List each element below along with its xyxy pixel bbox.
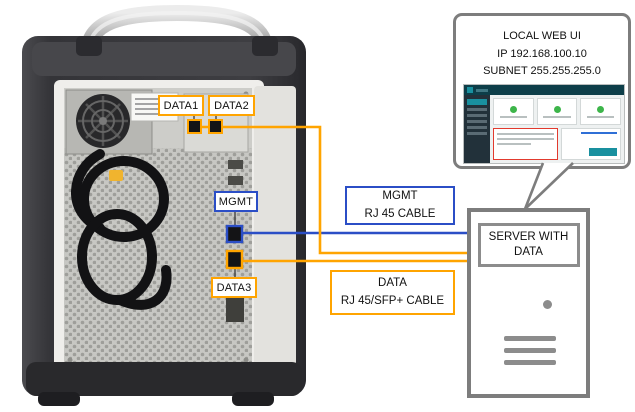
callout-ip: IP 192.168.100.10 — [497, 47, 587, 60]
mgmt-cable-label: MGMT RJ 45 CABLE — [345, 186, 455, 225]
thumbnail-highlighted-section — [493, 128, 559, 160]
mgmt-cable-name: MGMT — [382, 190, 418, 203]
server-label: SERVER WITH DATA — [477, 223, 580, 267]
thumbnail-status-cards — [493, 98, 622, 125]
port-label-data2: DATA2 — [208, 95, 255, 116]
thumbnail-header-bar — [464, 85, 624, 95]
port-label-mgmt: MGMT — [214, 191, 258, 212]
mgmt-cable-type: RJ 45 CABLE — [364, 207, 436, 220]
data-cable-label: DATA RJ 45/SFP+ CABLE — [330, 270, 455, 315]
yellow-cable-clip — [109, 170, 123, 181]
port-label-data1: DATA1 — [158, 95, 204, 116]
data1-port — [187, 119, 202, 134]
local-web-ui-callout: LOCAL WEB UI IP 192.168.100.10 SUBNET 25… — [453, 13, 631, 169]
thumbnail-sidebar — [464, 95, 490, 163]
data3-port — [225, 249, 244, 270]
web-ui-thumbnail — [463, 84, 625, 164]
port-label-data3: DATA3 — [211, 277, 257, 298]
callout-text: LOCAL WEB UI IP 192.168.100.10 SUBNET 25… — [456, 16, 628, 81]
highlighted-ports — [187, 119, 244, 270]
thumbnail-action-panel — [561, 128, 621, 160]
data-cable-line-top — [196, 125, 467, 255]
device-tower — [22, 4, 306, 406]
data2-port — [208, 119, 223, 134]
callout-subnet: SUBNET 255.255.255.0 — [483, 65, 601, 77]
mgmt-port — [225, 224, 244, 244]
callout-tail — [523, 162, 574, 211]
psu-fan-icon — [76, 94, 130, 148]
callout-title: LOCAL WEB UI — [503, 30, 581, 42]
server-with-data: SERVER WITH DATA — [467, 208, 590, 398]
thumbnail-content — [490, 95, 624, 163]
data-cable-name: DATA — [378, 277, 407, 290]
server-icon — [504, 300, 556, 372]
data-cable-type: RJ 45/SFP+ CABLE — [340, 294, 445, 307]
coiled-cables-icon — [71, 149, 172, 310]
